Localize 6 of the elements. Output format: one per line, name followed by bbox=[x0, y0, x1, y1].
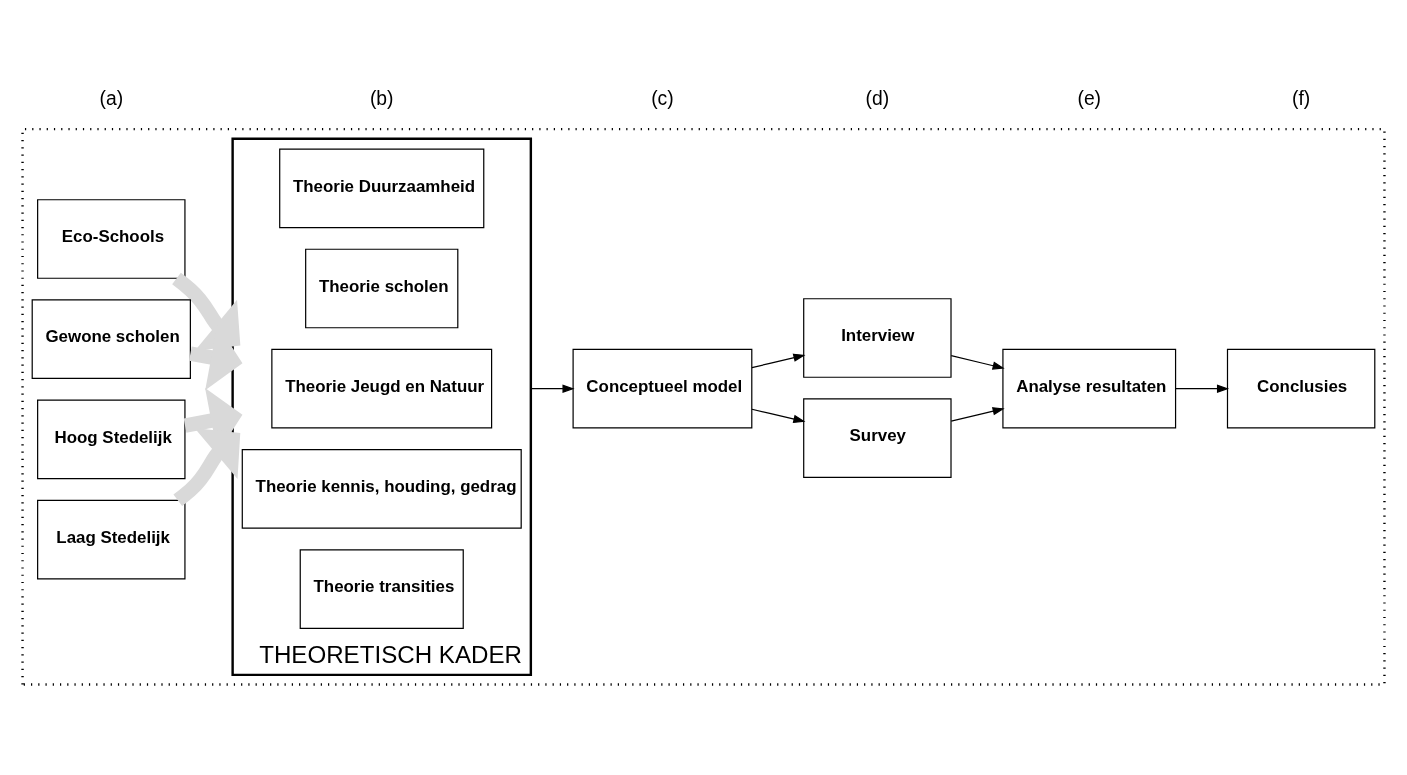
label: (c) bbox=[651, 87, 674, 109]
label: (f) bbox=[1292, 87, 1311, 109]
label: (e) bbox=[1077, 87, 1102, 109]
label: (b) bbox=[369, 87, 394, 109]
label: (d) bbox=[865, 87, 890, 109]
label: (a) bbox=[99, 87, 124, 109]
